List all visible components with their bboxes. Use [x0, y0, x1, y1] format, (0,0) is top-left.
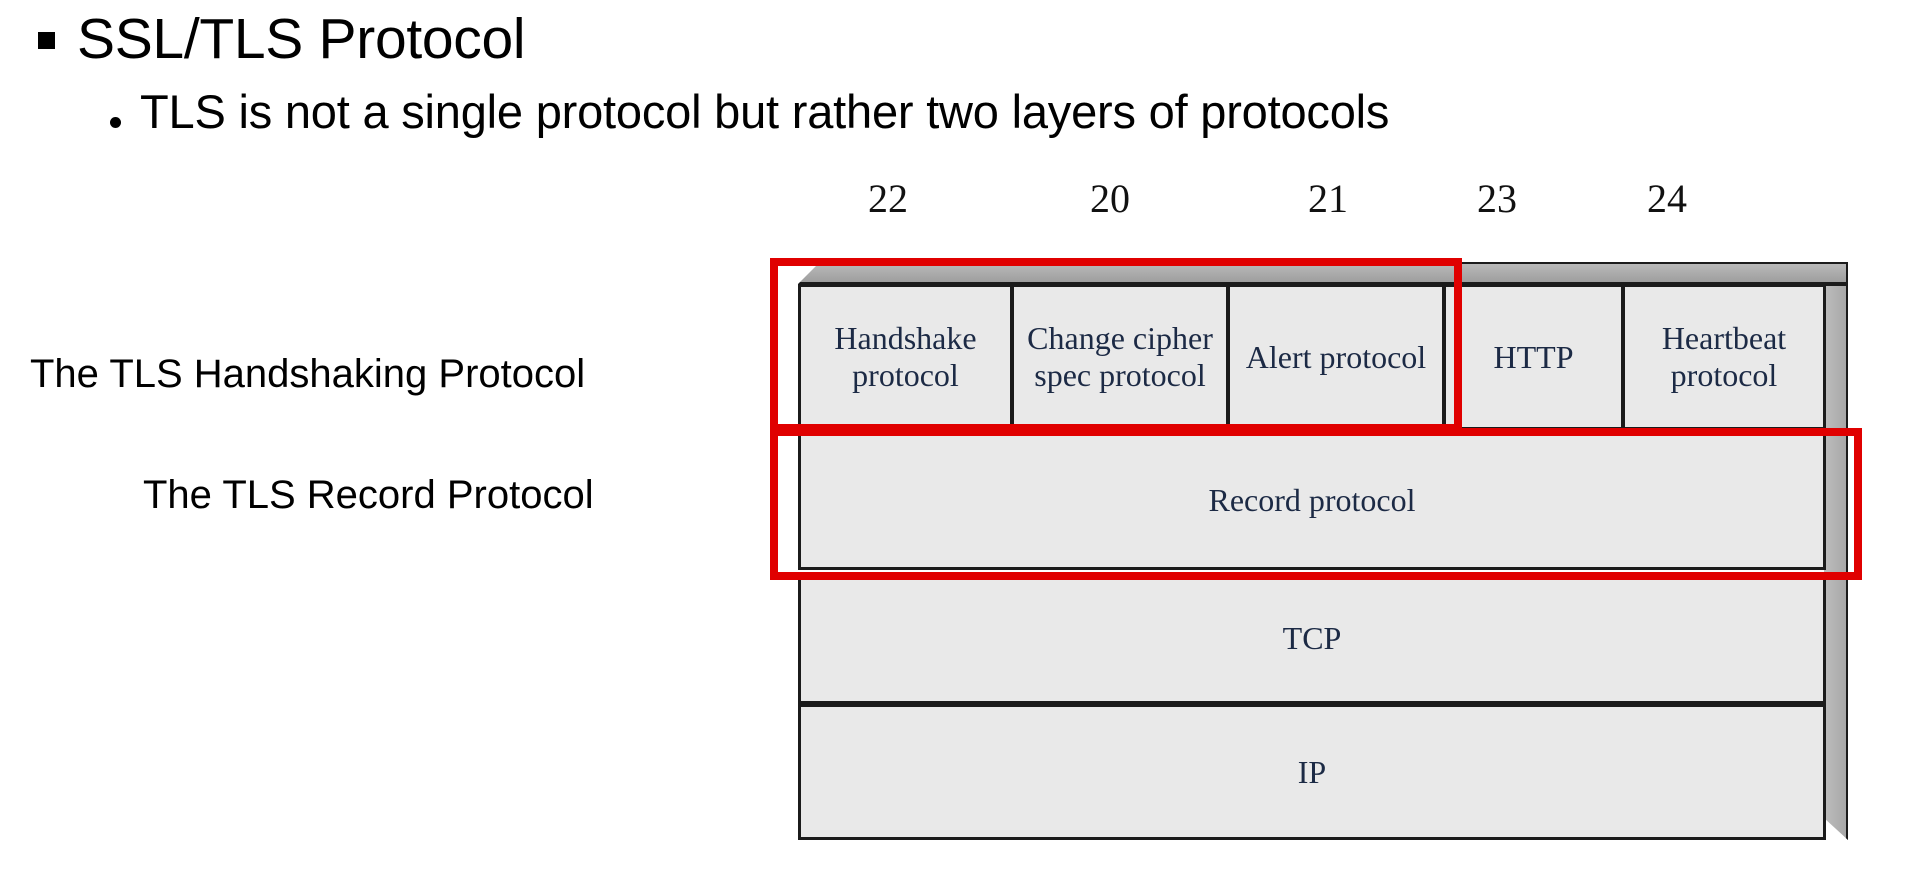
bullet-level1: SSL/TLS Protocol: [38, 7, 526, 71]
port-number-http: 23: [1477, 176, 1517, 221]
cell-http: HTTP: [1443, 284, 1624, 430]
port-number-handshake: 22: [868, 176, 908, 221]
port-number-heartbeat: 24: [1647, 176, 1687, 221]
port-number-alert: 21: [1308, 176, 1348, 221]
square-bullet-icon: [38, 32, 55, 49]
record-protocol-label: The TLS Record Protocol: [143, 473, 594, 517]
bullet-level2-label: TLS is not a single protocol but rather …: [140, 85, 1390, 138]
highlight-box-record-protocol: [770, 428, 1862, 580]
cell-alert-protocol: Alert protocol: [1227, 284, 1445, 430]
cell-change-cipher-spec-protocol: Change cipher spec protocol: [1011, 284, 1229, 430]
bullet-level2: TLS is not a single protocol but rather …: [110, 84, 1389, 140]
cell-tcp: TCP: [798, 572, 1826, 704]
cell-heartbeat-protocol: Heartbeat protocol: [1622, 284, 1826, 430]
handshaking-protocol-label: The TLS Handshaking Protocol: [30, 352, 586, 396]
bullet-level1-label: SSL/TLS Protocol: [77, 7, 526, 71]
stack-right-bevel: [1824, 284, 1848, 840]
port-number-changecipher: 20: [1090, 176, 1130, 221]
cell-ip: IP: [798, 704, 1826, 840]
round-bullet-icon: [110, 117, 121, 128]
highlight-box-handshaking-protocol: [770, 258, 1462, 432]
